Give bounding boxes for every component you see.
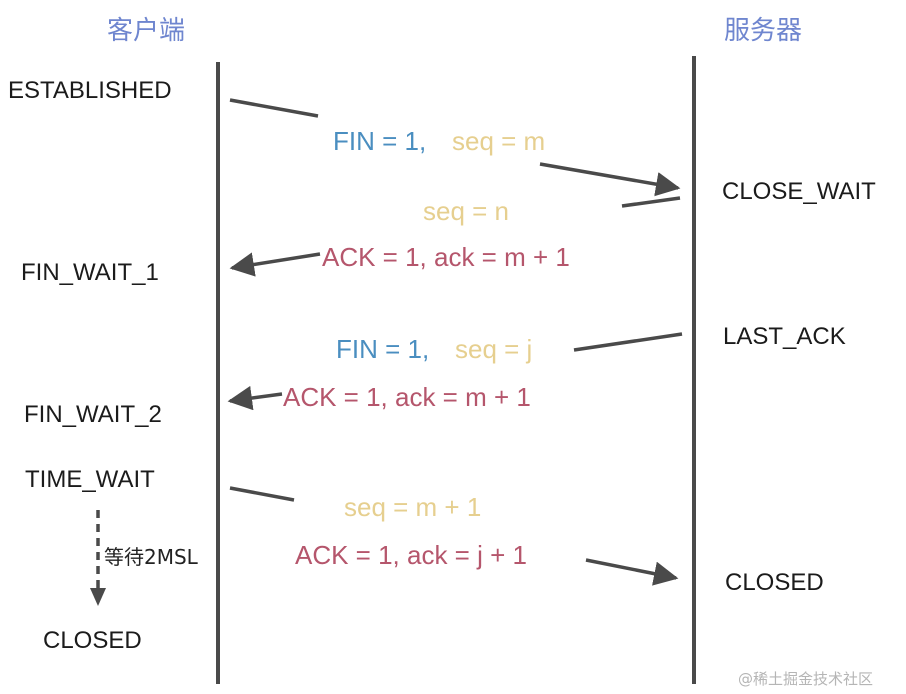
msg1-arrow	[539, 162, 681, 197]
msg1-seq-label: seq = m	[452, 126, 546, 156]
msg2-seq-label: seq = n	[423, 196, 510, 226]
msg2-ack-label: ACK = 1, ack = m + 1	[322, 242, 570, 272]
msg4-arrow	[585, 558, 679, 586]
server-state-closed: CLOSED	[725, 569, 824, 596]
msg3-ack-label: ACK = 1, ack = m + 1	[283, 382, 531, 412]
msg3-fin-label: FIN = 1,	[336, 334, 430, 364]
wait-2msl-note: 等待2MSL	[104, 545, 198, 569]
client-state-fin-wait-2: FIN_WAIT_2	[24, 401, 162, 428]
msg3-line-a	[573, 332, 683, 352]
client-state-fin-wait-1: FIN_WAIT_1	[21, 259, 159, 286]
msg4-ack-label: ACK = 1, ack = j + 1	[295, 540, 527, 570]
msg3-seq-label: seq = j	[455, 334, 533, 364]
msg1-fin-label: FIN = 1,	[333, 126, 427, 156]
server-state-close-wait: CLOSE_WAIT	[722, 178, 876, 205]
msg3-arrow	[227, 385, 283, 411]
msg2-arrow	[229, 252, 321, 277]
client-state-closed: CLOSED	[43, 627, 142, 654]
msg1-line-a	[229, 98, 319, 118]
msg4-seq-label: seq = m + 1	[344, 492, 482, 522]
server-header: 服务器	[724, 16, 803, 46]
server-state-last-ack: LAST_ACK	[723, 323, 846, 350]
watermark: @稀土掘金技术社区	[738, 670, 874, 688]
client-state-established: ESTABLISHED	[8, 77, 172, 104]
wait-arrow-head	[90, 588, 106, 606]
client-header: 客户端	[107, 16, 186, 46]
client-state-time-wait: TIME_WAIT	[25, 466, 155, 493]
msg2-line-a	[621, 196, 681, 208]
msg4-line-a	[229, 486, 295, 502]
